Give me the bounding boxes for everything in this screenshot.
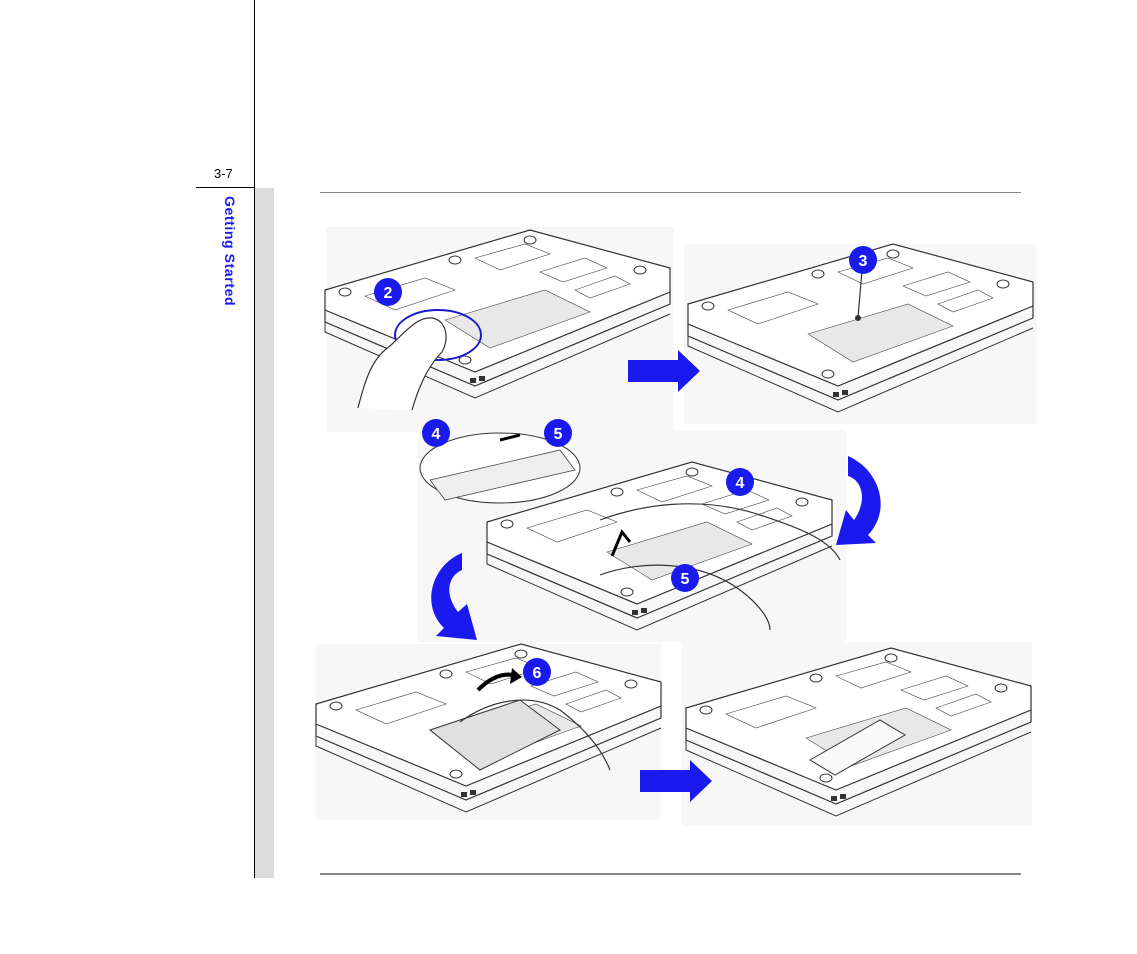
- svg-text:4: 4: [736, 475, 745, 492]
- step-badge-4: 4: [726, 468, 754, 496]
- svg-text:3: 3: [859, 253, 868, 270]
- svg-text:2: 2: [384, 285, 393, 302]
- pointer-dot: [855, 315, 861, 321]
- svg-text:6: 6: [533, 665, 542, 682]
- svg-text:5: 5: [681, 571, 690, 588]
- step-badge-5: 5: [671, 564, 699, 592]
- svg-text:4: 4: [432, 426, 441, 443]
- step-badge-2: 2: [374, 278, 402, 306]
- step-badge-3: 3: [849, 246, 877, 274]
- step-badge-5: 5: [544, 419, 572, 447]
- step-badge-6: 6: [523, 658, 551, 686]
- svg-text:5: 5: [554, 426, 563, 443]
- step-badge-4: 4: [422, 419, 450, 447]
